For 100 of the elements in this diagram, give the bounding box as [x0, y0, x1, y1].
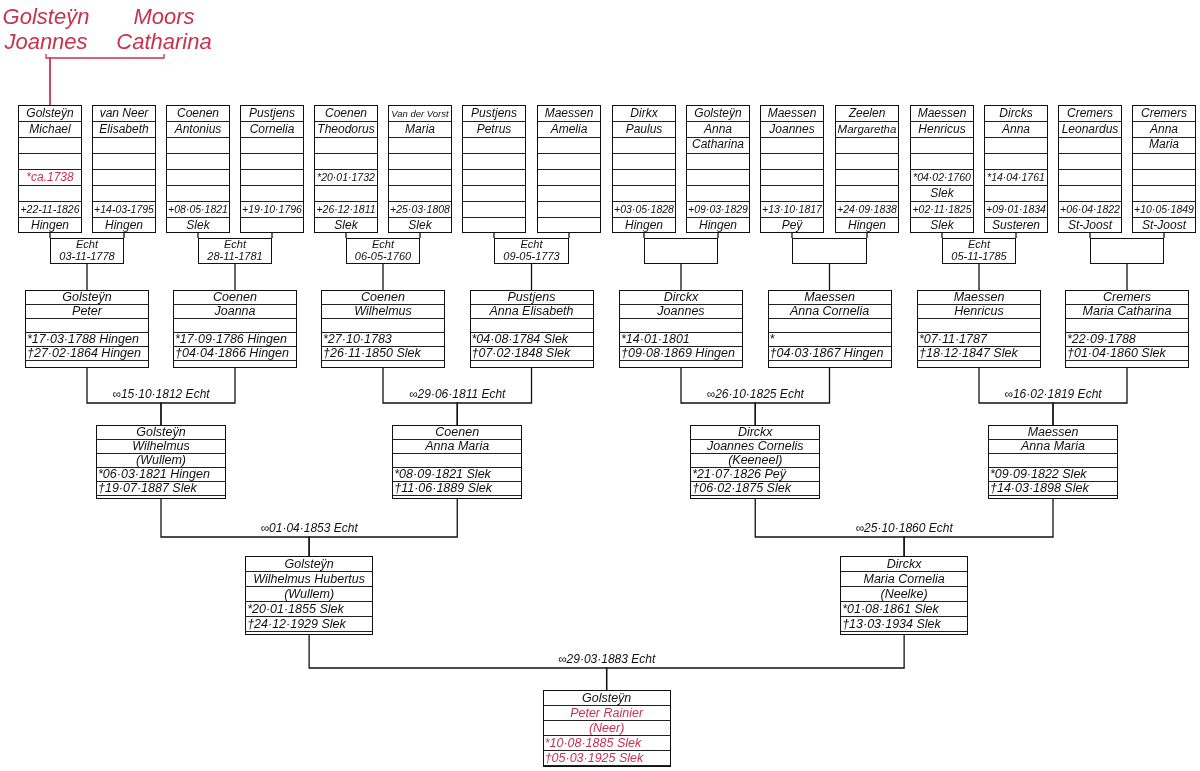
- connector-line: [680, 263, 682, 291]
- record-text: †11·06·1889 Slek: [394, 482, 493, 495]
- given-name-text: Joannes: [3, 29, 89, 54]
- record-text: Hingen: [847, 218, 887, 233]
- person-box: [840, 556, 969, 635]
- surname-text: Golsteÿn: [61, 291, 113, 304]
- surname-text: Coenen: [434, 426, 481, 439]
- record-text: +13·10·1817: [762, 202, 822, 217]
- connector-line: [456, 367, 533, 426]
- record-text: †06·02·1875 Slek: [692, 482, 792, 495]
- surname-text: Dircks: [998, 106, 1034, 121]
- person-box: [92, 105, 156, 233]
- given-name-text: Amelia: [549, 122, 589, 137]
- connector-line: [828, 263, 831, 291]
- surname-text: Pustjens: [470, 106, 518, 121]
- marriage-record-text: Echt: [371, 239, 396, 250]
- surname-text: Maessen: [916, 106, 968, 121]
- record-text: (Neer): [587, 721, 626, 735]
- record-text: Slek: [929, 218, 955, 233]
- connector-line: [1126, 263, 1128, 291]
- surname-text: Moors: [132, 4, 196, 29]
- marriage-record-text: Echt: [223, 239, 248, 250]
- given-name-text: Joannes: [656, 305, 706, 318]
- record-text: †07·02·1848 Slek: [471, 347, 572, 360]
- connector-line: [717, 232, 719, 239]
- connector-line: [754, 367, 831, 426]
- person-box: [173, 290, 297, 368]
- given-name-text: Henricus: [917, 122, 967, 137]
- record-text: Slek: [185, 218, 211, 233]
- given-name-text: Anna Maria: [424, 440, 491, 453]
- surname-text: Pustjens: [506, 291, 557, 304]
- given-name-text: Margaretha: [837, 122, 897, 137]
- given-name-text: Peter: [71, 305, 104, 318]
- person-box: [18, 105, 82, 233]
- record-text: *20·01·1732: [316, 170, 376, 185]
- connector-line: [643, 232, 645, 239]
- edge-label: ∞29·03·1883 Echt: [556, 652, 658, 666]
- record-text: *14·04·1761: [986, 170, 1046, 185]
- record-text: *06·03·1821 Hingen: [98, 468, 211, 481]
- surname-text: Dirkx: [629, 106, 659, 121]
- person-box: [96, 425, 226, 499]
- connector-line: [978, 263, 980, 291]
- connector-line: [866, 232, 868, 239]
- person-box: [245, 556, 374, 635]
- given-name-text: Anna Catharina: [691, 122, 745, 152]
- given-name-text: Theodorus: [316, 122, 376, 137]
- record-text: †04·04·1866 Hingen: [175, 347, 290, 360]
- connector-line: [1089, 232, 1091, 239]
- record-text: +10·05·1849: [1134, 202, 1194, 217]
- person-box: [462, 105, 526, 233]
- record-text: †18·12·1847 Slek: [919, 347, 1019, 360]
- marriage-record-text: 09-05-1773: [502, 251, 561, 262]
- connector-line: [903, 498, 1054, 557]
- edge-label: ∞16·02·1819 Echt: [1002, 387, 1104, 401]
- person-box: [612, 105, 676, 233]
- connector-line: [568, 232, 570, 239]
- surname-text: Golsteÿn: [283, 557, 335, 571]
- record-text: *14·01·1801: [621, 333, 691, 346]
- record-text: +09·01·1834: [986, 202, 1046, 217]
- record-text: +14-03-1795: [94, 202, 154, 217]
- record-text: Hingen: [624, 218, 664, 233]
- marriage-box: [494, 238, 569, 264]
- record-text: (Wullem): [135, 454, 187, 467]
- person-box: [1058, 105, 1122, 233]
- record-text: *04·02·1760: [912, 170, 972, 185]
- given-name-text: Joannes: [768, 122, 816, 137]
- record-text: *21·07·1826 Peÿ: [692, 468, 788, 481]
- given-name-text: Maria Catharina: [1081, 305, 1173, 318]
- record-text: (Wullem): [283, 587, 336, 601]
- surname-text: Golsteÿn: [1, 4, 91, 29]
- connector-line: [86, 263, 88, 291]
- marriage-box: [198, 238, 272, 264]
- connector-line: [493, 232, 495, 239]
- marriage-record-text: 03-11-1778: [58, 251, 116, 262]
- person-box: [388, 105, 452, 233]
- record-text: *01·08·1861 Slek: [842, 602, 940, 616]
- record-text: *: [769, 333, 776, 346]
- given-name-text: Wilhelmus: [353, 305, 413, 318]
- connector-line: [419, 232, 421, 239]
- surname-text: Maessen: [766, 106, 818, 121]
- record-text: *17·09·1786 Hingen: [175, 333, 288, 346]
- person-box: [1132, 105, 1196, 233]
- given-name-text: Michael: [28, 122, 72, 137]
- record-text: Hingen: [698, 218, 738, 233]
- connector-line: [345, 232, 347, 239]
- record-text: *09·09·1822 Slek: [990, 468, 1088, 481]
- record-text: Slek: [407, 218, 433, 233]
- record-text: (Neelke): [879, 587, 929, 601]
- given-name-text: Leonardus: [1060, 122, 1120, 137]
- surname-text: Pustjens: [248, 106, 296, 121]
- record-text: +22-11-1826: [20, 202, 80, 217]
- person-box: [537, 105, 601, 233]
- given-name-text: Joanna: [213, 305, 257, 318]
- record-text: †13·03·1934 Slek: [842, 617, 942, 631]
- record-text: +06·04·1822: [1060, 202, 1120, 217]
- person-box: [690, 425, 821, 499]
- connector-line: [49, 232, 51, 239]
- marriage-record-text: Echt: [519, 239, 544, 250]
- record-text: †26·11·1850 Slek: [323, 347, 422, 360]
- record-text: *07·11·1787: [919, 333, 989, 346]
